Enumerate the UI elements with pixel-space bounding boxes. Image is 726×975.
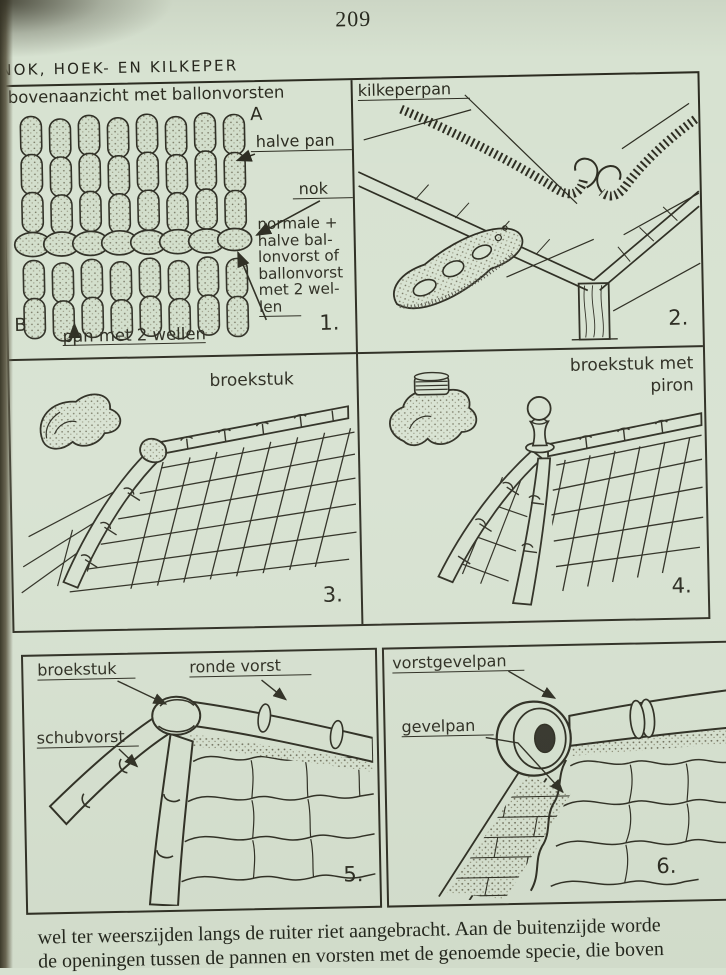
gevelpan-label: gevelpan (401, 717, 493, 737)
broekstuk-label-5: broekstuk (37, 661, 135, 681)
piron-finial (525, 397, 554, 453)
panel-4: broekstuk met piron 4. (356, 345, 708, 624)
schubvorst-label: schubvorst (36, 729, 138, 749)
panel3-number: 3. (323, 582, 344, 606)
panel4-number: 4. (671, 573, 692, 597)
broekstuk-met-label: broekstuk met (570, 355, 694, 375)
broekstuk-piron-piece (389, 372, 477, 446)
panel2-number: 2. (668, 305, 689, 329)
ballonvorst-note: normale + halve bal- lonvorst of ballonv… (257, 214, 352, 316)
panel-2: kilkeperpan 2. (351, 73, 703, 352)
panel-3: broekstuk 3. (9, 352, 361, 631)
panel-1: bovenaanzicht met ballonvorsten A halve … (4, 80, 356, 359)
front-hip-tube (147, 733, 196, 906)
broekstuk-piece (40, 394, 121, 449)
panel1-number: 1. (319, 310, 340, 334)
ridge-vorsten (148, 406, 349, 456)
nok-label: nok (293, 180, 353, 199)
pan-tiles (548, 758, 726, 887)
pan-rows-top (20, 112, 246, 235)
vorstgevelpan-label: vorstgevelpan (392, 653, 524, 673)
figure-grid: bovenaanzicht met ballonvorsten A halve … (2, 71, 711, 633)
panel-5: broekstuk ronde vorst schubvorst 5. (21, 648, 382, 915)
panel-6: vorstgevelpan gevelpan 6. (382, 640, 726, 907)
vorstgevelpan-roundel (496, 701, 571, 776)
corner-label-a: A (250, 106, 263, 125)
piron-label: piron (650, 377, 694, 396)
panel5-number: 5. (343, 862, 364, 886)
pan-met-2-wellen-label: pan met 2 wellen (62, 325, 206, 346)
halve-pan-label: halve pan (251, 132, 352, 152)
corner-label-b: B (14, 317, 27, 336)
ronde-vorst-label: ronde vorst (189, 657, 311, 677)
kilkeperpan-label: kilkeperpan (358, 81, 470, 101)
kilkeper-drawing (353, 73, 703, 350)
broekstuk-junction (152, 696, 201, 735)
broekstuk-label: broekstuk (209, 371, 294, 391)
scan-left-edge (0, 0, 13, 968)
broekstuk-roof-drawing (9, 354, 361, 631)
scan-corner-shadow (0, 0, 180, 60)
nok-row (15, 228, 252, 257)
panel6-number: 6. (656, 854, 677, 878)
gable-wall (426, 766, 579, 902)
vorst-junction-drawing (23, 650, 376, 909)
